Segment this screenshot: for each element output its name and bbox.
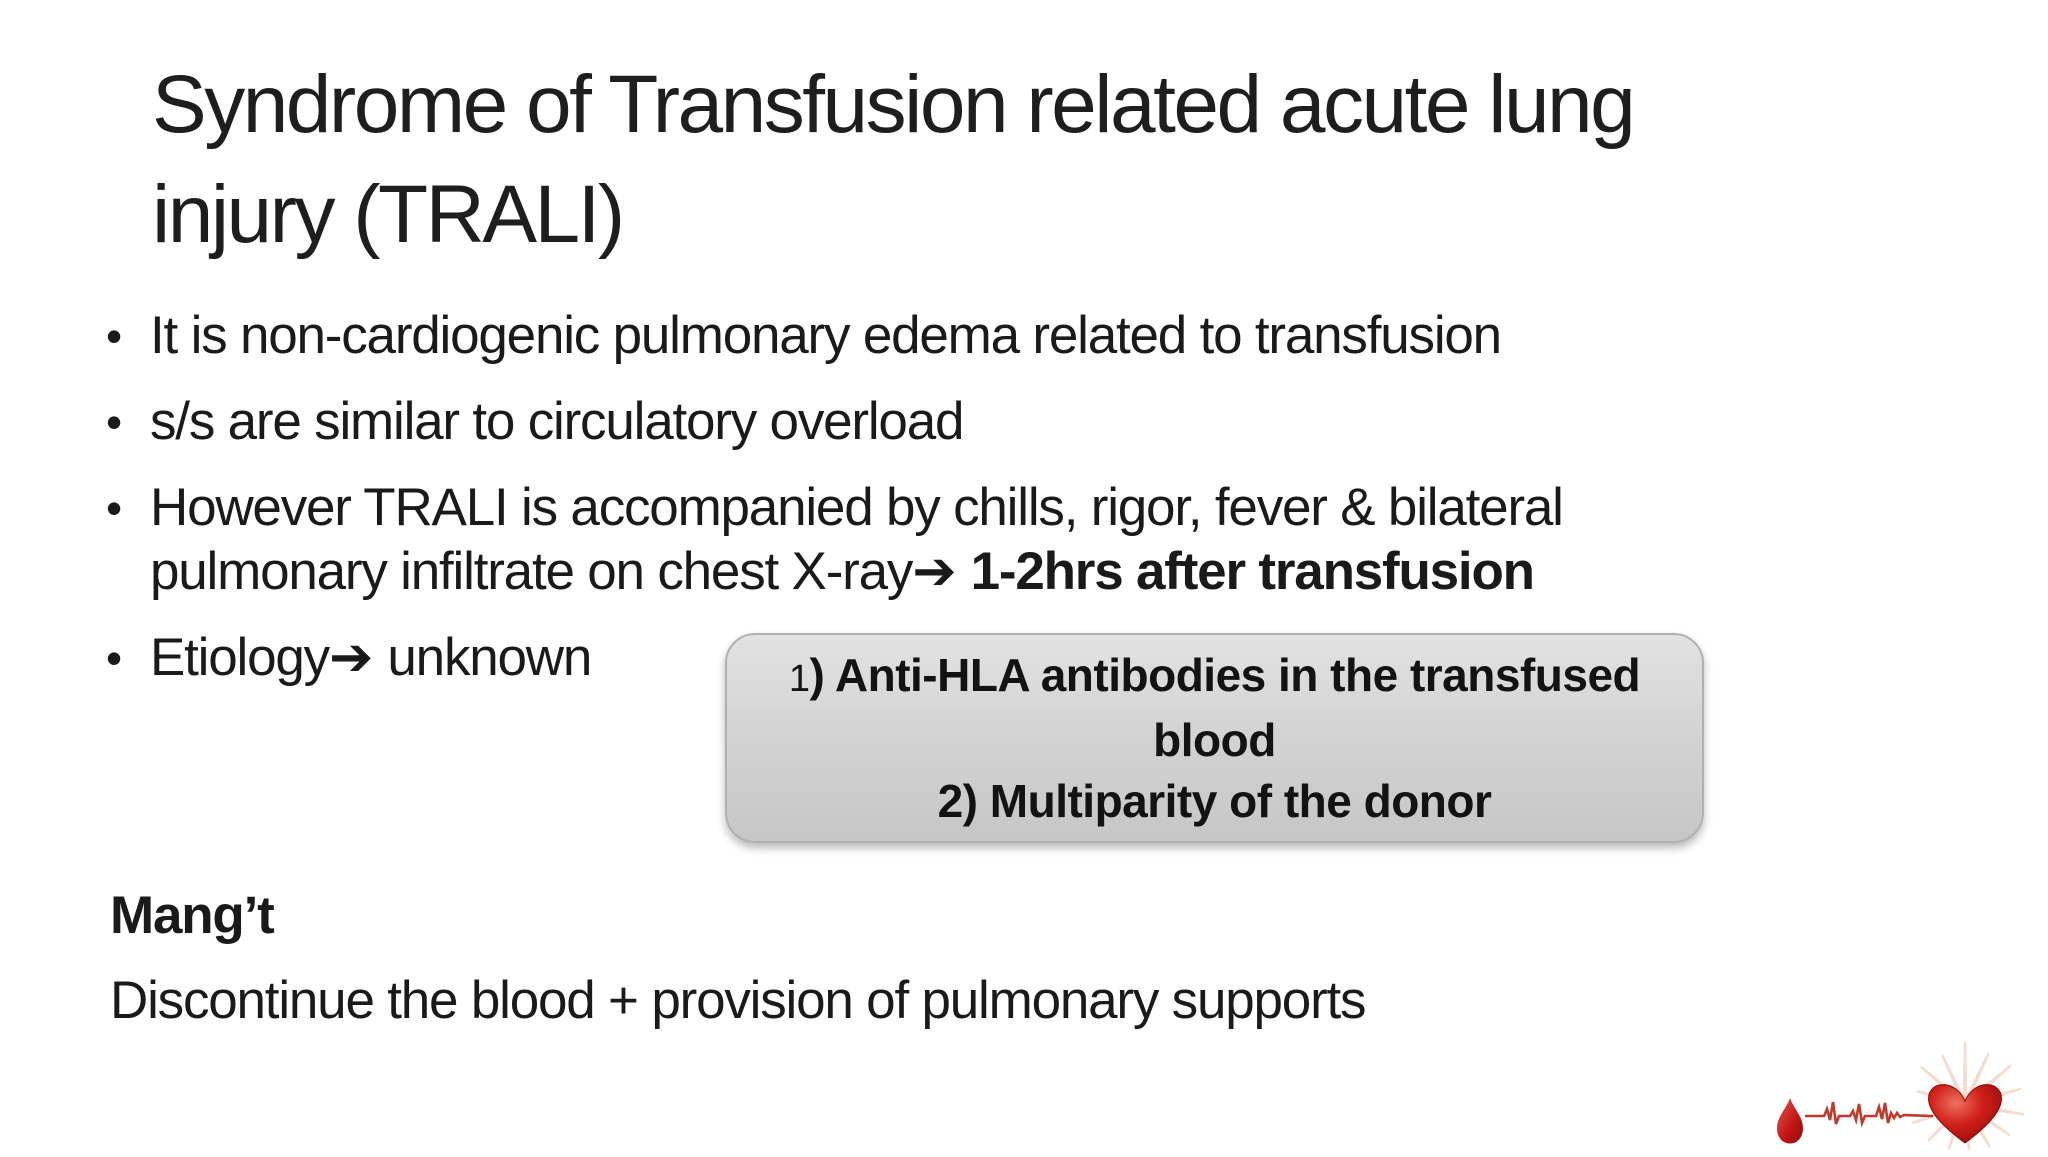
management-heading: Mang’t [110,886,275,945]
etiology-cause-1-line1: 1) Anti-HLA antibodies in the transfused [788,645,1641,710]
slide-title-line1: Syndrome of Transfusion related acute lu… [152,59,1636,150]
slide-title-line2: injury (TRALI) [152,169,625,260]
bullet-icon: • [106,632,122,684]
blood-drop-icon [1777,1098,1803,1144]
ecg-line-icon [1804,1101,1934,1128]
management-section: Mang’t Discontinue the blood + provision… [110,884,1810,1033]
slide-title: Syndrome of Transfusion related acute lu… [152,50,1912,270]
bullet-list: • It is non-cardiogenic pulmonary edema … [106,304,1846,712]
etiology-label: Etiology [150,628,330,687]
list-item: • s/s are similar to circulatory overloa… [106,390,1846,454]
bullet-text-bold-timing: 1-2hrs after transfusion [970,542,1535,601]
bullet-text-similar-overload: s/s are similar to circulatory overload [150,392,964,451]
list-item: • Etiology➔unknown [106,626,1846,690]
management-body: Discontinue the blood + provision of pul… [110,971,1367,1030]
bullet-text-etiology: Etiology➔unknown [150,626,1846,690]
blood-heart-logo-graphic [1777,1042,2025,1150]
etiology-cause-1-line2: blood [1153,713,1276,766]
blood-heart-logo [1740,1040,2048,1152]
etiology-cause-2: 2) Multiparity of the donor [937,774,1492,827]
heart-icon [1927,1084,2003,1144]
bullet-icon: • [106,482,122,534]
list-item: • However TRALI is accompanied by chills… [106,476,1846,604]
cause-1-text: ) Anti-HLA antibodies in the transfused [809,648,1641,701]
right-arrow-icon: ➔ [912,542,957,601]
bullet-text-line2: pulmonary infiltrate on chest X-ray [150,542,913,601]
bullet-icon: • [106,310,122,362]
etiology-causes-box: 1) Anti-HLA antibodies in the transfused… [725,633,1704,843]
right-arrow-icon: ➔ [328,628,374,687]
bullet-text-noncardiogenic: It is non-cardiogenic pulmonary edema re… [150,306,1502,365]
etiology-value: unknown [387,628,592,687]
bullet-text-line1: However TRALI is accompanied by chills, … [150,478,1564,537]
list-item: • It is non-cardiogenic pulmonary edema … [106,304,1846,368]
bullet-icon: • [106,396,122,448]
bullet-text-trali-signs: However TRALI is accompanied by chills, … [150,476,1846,604]
cause-number: 1 [788,657,810,700]
